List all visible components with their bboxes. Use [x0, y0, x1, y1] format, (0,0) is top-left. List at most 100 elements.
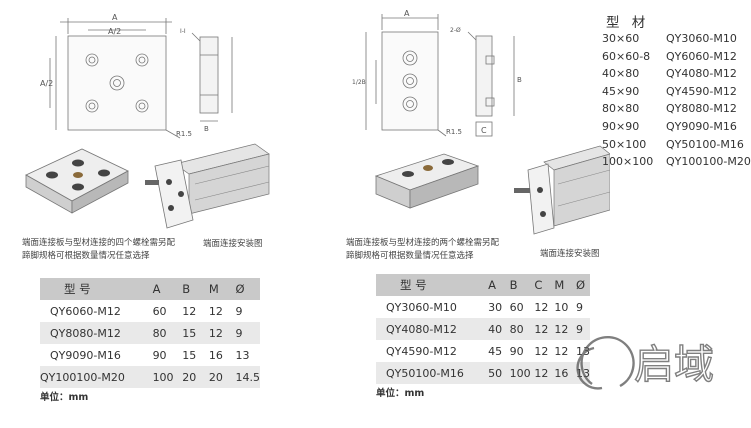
spec-model: QY4590-M12: [666, 84, 737, 98]
spec-model: QY9090-M16: [666, 119, 737, 133]
cell-model: QY100100-M20: [40, 366, 153, 388]
right-dim-a: A: [404, 9, 410, 18]
cell-m: 12: [554, 340, 576, 362]
left-spec-table: 型 号 A B M Ø QY6060-M12 60 12 12 9 QY8080…: [40, 278, 260, 388]
cell-d: 9: [576, 318, 590, 340]
right-table-header-row: 型 号 A B C M Ø: [376, 274, 590, 296]
spec-model: QY8080-M12: [666, 102, 737, 116]
table-row: QY4080-M12 40 80 12 12 9: [376, 318, 590, 340]
cell-b: 100: [509, 362, 535, 384]
right-th-model: 型 号: [376, 274, 489, 296]
right-dim-a-half: 1/2B: [352, 79, 366, 86]
cell-m: 12: [554, 318, 576, 340]
cell-m: 16: [208, 344, 236, 366]
cell-m: 10: [554, 296, 576, 318]
right-th-d: Ø: [576, 274, 590, 296]
right-install-3d-image: [514, 145, 610, 235]
right-th-m: M: [554, 274, 576, 296]
right-spec-table: 型 号 A B C M Ø QY3060-M10 30 60 12 10 9 Q…: [376, 274, 590, 384]
list-item: 30×60 QY3060-M10: [602, 30, 751, 48]
table-row: QY9090-M16 90 15 16 13: [40, 344, 260, 366]
left-table-header-row: 型 号 A B M Ø: [40, 278, 260, 300]
left-side-view-drawing: I-I B: [180, 28, 233, 133]
cell-d: 9: [576, 296, 590, 318]
left-th-a: A: [152, 278, 183, 300]
cell-model: QY4080-M12: [376, 318, 489, 340]
spec-model: QY50100-M16: [666, 137, 744, 151]
left-install-caption: 端面连接安装图: [203, 239, 263, 249]
right-th-c: C: [534, 274, 555, 296]
cell-model: QY4590-M12: [376, 340, 489, 362]
cell-a: 60: [152, 300, 183, 322]
cell-c: 12: [534, 296, 555, 318]
right-dim-c: C: [481, 126, 487, 135]
right-install-caption: 端面连接安装图: [540, 249, 600, 259]
right-caption-line-2: 蹄脚规格可根据数量情况任意选择: [346, 251, 474, 261]
right-side-view-drawing: 2-Ø B C: [450, 27, 522, 137]
left-front-view-drawing: A A/2 A/2 R1.5: [40, 13, 192, 139]
cell-b: 15: [182, 322, 209, 344]
spec-profile: 80×80: [602, 102, 640, 116]
spec-profile: 50×100: [602, 137, 647, 151]
brand-watermark-logo: 启域: [576, 336, 715, 390]
left-th-model: 型 号: [40, 278, 153, 300]
left-caption-line-1: 端面连接板与型材连接的四个螺栓需另配: [22, 238, 176, 248]
cell-d: 9: [235, 300, 260, 322]
list-item: 50×100 QY50100-M16: [602, 136, 751, 154]
list-item: 100×100 QY100100-M20: [602, 153, 751, 171]
spec-profile: 45×90: [602, 84, 640, 98]
right-dim-section: 2-Ø: [450, 27, 461, 34]
table-row: QY100100-M20 100 20 20 14.5: [40, 366, 260, 388]
cell-b: 80: [509, 318, 535, 340]
right-dim-b: B: [517, 76, 522, 84]
list-item: 40×80 QY4080-M12: [602, 65, 751, 83]
spec-model: QY3060-M10: [666, 32, 737, 45]
cell-c: 12: [534, 318, 555, 340]
list-item: 45×90 QY4590-M12: [602, 83, 751, 101]
cell-a: 100: [152, 366, 183, 388]
left-dim-b: B: [204, 125, 209, 133]
right-caption-line-1: 端面连接板与型材连接的两个螺栓需另配: [346, 238, 500, 248]
left-plate-3d-image: [25, 148, 129, 214]
spec-model: QY100100-M20: [666, 155, 751, 169]
cell-b: 90: [509, 340, 535, 362]
left-dim-a-half-top: A/2: [108, 27, 121, 36]
table-row: QY50100-M16 50 100 12 16 13: [376, 362, 590, 384]
cell-b: 20: [182, 366, 209, 388]
right-th-b: B: [509, 274, 535, 296]
spec-profile: 40×80: [602, 67, 640, 81]
cell-d: 9: [235, 322, 260, 344]
spec-profile: 30×60: [602, 32, 640, 45]
spec-profile: 60×60-8: [602, 49, 651, 63]
cell-b: 15: [182, 344, 209, 366]
left-dim-section: I-I: [180, 28, 186, 35]
right-front-view-drawing: A 1/2B R1.5: [352, 9, 462, 137]
table-row: QY8080-M12 80 15 12 9: [40, 322, 260, 344]
left-unit-label: 单位：mm: [40, 392, 89, 403]
table-row: QY3060-M10 30 60 12 10 9: [376, 296, 590, 318]
cell-model: QY50100-M16: [376, 362, 489, 384]
left-th-b: B: [182, 278, 209, 300]
cell-a: 45: [488, 340, 510, 362]
cell-d: 13: [235, 344, 260, 366]
cell-m: 12: [208, 300, 236, 322]
brand-watermark-text: 启域: [634, 342, 714, 388]
spec-list-title: 型 材: [606, 15, 650, 31]
spec-profile: 100×100: [602, 155, 654, 169]
cell-c: 12: [534, 362, 555, 384]
left-caption-line-2: 蹄脚规格可根据数量情况任意选择: [22, 251, 150, 261]
table-row: QY6060-M12 60 12 12 9: [40, 300, 260, 322]
left-dim-a-half-side: A/2: [40, 79, 53, 88]
right-plate-3d-image: [374, 153, 480, 209]
left-th-m: M: [208, 278, 236, 300]
cell-model: QY3060-M10: [376, 296, 489, 318]
cell-a: 40: [488, 318, 510, 340]
spec-profile: 90×90: [602, 119, 640, 133]
cell-c: 12: [534, 340, 555, 362]
spec-model: QY4080-M12: [666, 67, 737, 81]
cell-a: 30: [488, 296, 510, 318]
right-th-a: A: [488, 274, 510, 296]
cell-model: QY8080-M12: [40, 322, 153, 344]
